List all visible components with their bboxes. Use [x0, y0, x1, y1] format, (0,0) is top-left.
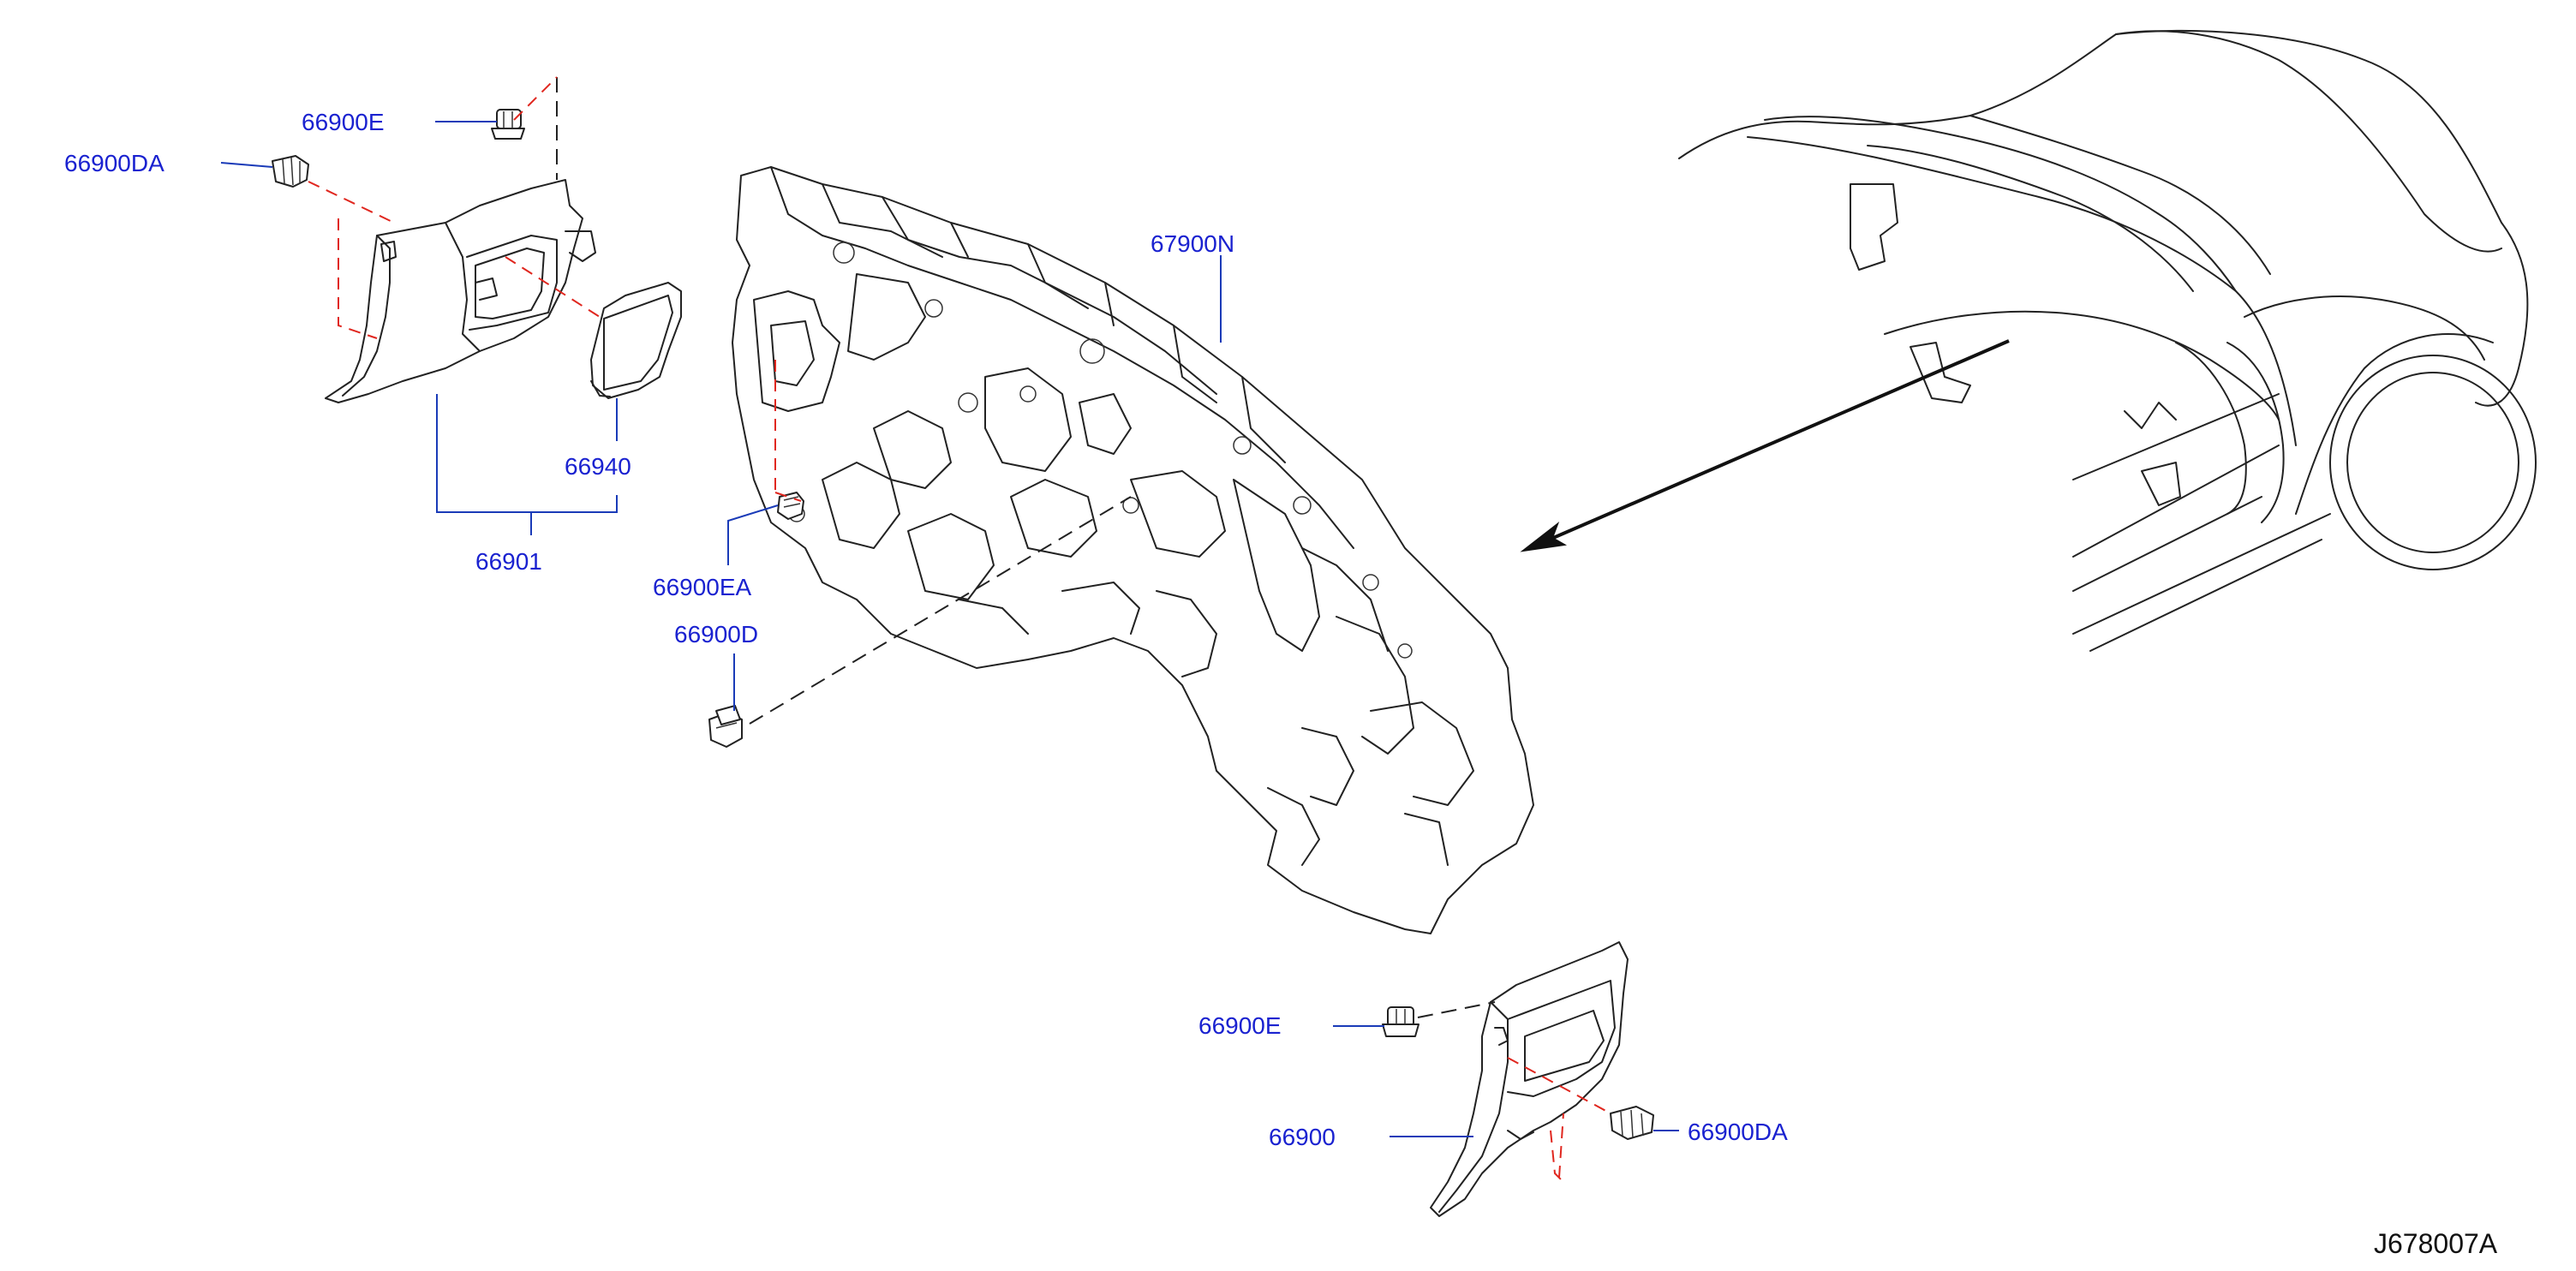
label-66900: 66900 [1269, 1124, 1336, 1150]
kick-plate-upper-66901 [325, 179, 596, 403]
clip-66900da-bottom-icon [1610, 1106, 1654, 1140]
label-66900e-top: 66900E [302, 109, 385, 135]
vehicle-outline [1678, 29, 2537, 652]
dash-insulator-panel [732, 166, 1534, 934]
kick-plate-lower-66900 [1430, 941, 1629, 1217]
label-66900da-top: 66900DA [64, 150, 164, 176]
direction-arrow [1520, 339, 2010, 552]
clip-66900ea-icon [777, 492, 804, 520]
assembly-dash-lines [308, 76, 1611, 1183]
label-67900n: 67900N [1151, 230, 1235, 257]
label-66900ea: 66900EA [653, 574, 752, 600]
diagram-code: J678007A [2374, 1228, 2498, 1259]
clip-66900e-bottom-icon [1382, 1006, 1419, 1037]
label-66940: 66940 [565, 453, 631, 480]
clip-66900e-top-icon [491, 109, 525, 140]
leader-lines [220, 121, 1679, 1137]
label-66900da-bottom: 66900DA [1688, 1119, 1788, 1145]
clip-66900da-top-icon [272, 155, 309, 188]
cover-66940 [590, 282, 682, 399]
clip-66900d-icon [708, 705, 743, 748]
label-66900d: 66900D [674, 621, 759, 647]
label-66900e-bottom: 66900E [1198, 1012, 1282, 1039]
label-66901: 66901 [475, 548, 542, 575]
